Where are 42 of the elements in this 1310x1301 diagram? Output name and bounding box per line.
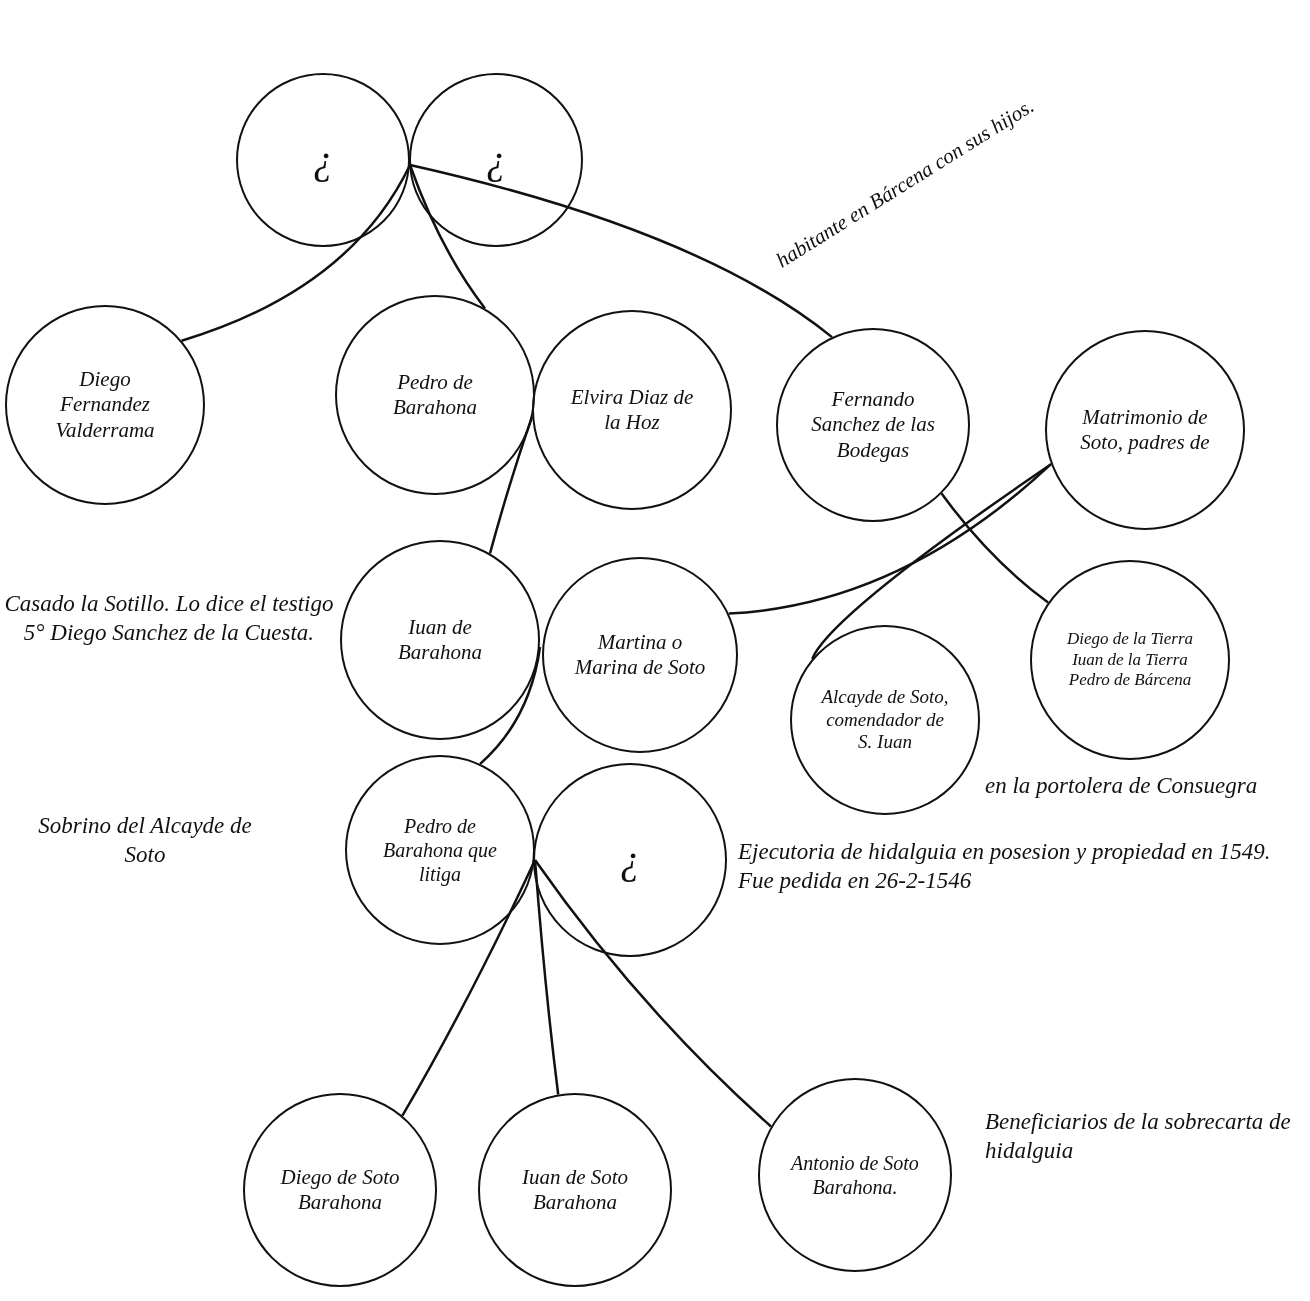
name-text: Antonio de Soto Barahona. (789, 1151, 920, 1199)
person-circle (243, 1093, 437, 1287)
annotation-text: Sobrino del Alcayde de Soto (37, 812, 253, 869)
person-circle (236, 73, 410, 247)
annotation-text: en la portolera de Consuegra (985, 772, 1259, 800)
name-text: Diego de Soto Barahona (279, 1164, 401, 1216)
name-text: ¿ (620, 836, 640, 884)
family-line (534, 859, 772, 1128)
name-text: Pedro de Barahona que litiga (382, 814, 498, 886)
family-line (811, 463, 1052, 660)
person-circle (335, 295, 535, 495)
person-circle (409, 73, 583, 247)
person-circle (542, 557, 738, 753)
annotation-text: Ejecutoria de hidalguia en posesion y propiedad en 1549. Fue pedida en 26-2-1546 (738, 838, 1272, 895)
person-circle (478, 1093, 672, 1287)
name-text: Martina o Marina de Soto (573, 629, 707, 681)
name-text: Fernando Sanchez de las Bodegas (810, 387, 936, 463)
person-circle (1030, 560, 1230, 760)
family-line (479, 646, 542, 765)
name-text: Iuan de Barahona (397, 614, 483, 666)
person-circle (345, 755, 535, 945)
name-text: Diego Fernandez Valderrama (54, 367, 156, 443)
family-line (940, 492, 1049, 604)
name-text: ¿ (486, 136, 506, 184)
person-circle (533, 763, 727, 957)
person-circle (5, 305, 205, 505)
person-circle (758, 1078, 952, 1272)
person-circle (1045, 330, 1245, 530)
family-line (409, 163, 833, 339)
person-circle (790, 625, 980, 815)
annotation-text: Casado la Sotillo. Lo dice el testigo 5° Diego Sanchez de la Cuesta. (3, 590, 335, 647)
name-text: Diego de la Tierra Iuan de la Tierra Pedro de Bárcena (1065, 629, 1195, 691)
name-text: Pedro de Barahona (392, 369, 478, 421)
person-circle (340, 540, 540, 740)
name-text: ¿ (313, 136, 333, 184)
person-circle (532, 310, 732, 510)
annotation-text: Beneficiarios de la sobrecarta de hidalguia (985, 1108, 1292, 1165)
person-circle (776, 328, 970, 522)
name-text: Alcayde de Soto, comendador de S. Iuan (819, 685, 950, 755)
name-text: Elvira Diaz de la Hoz (569, 384, 695, 436)
name-text: Iuan de Soto Barahona (520, 1164, 630, 1216)
name-text: Matrimonio de Soto, padres de (1079, 404, 1211, 456)
